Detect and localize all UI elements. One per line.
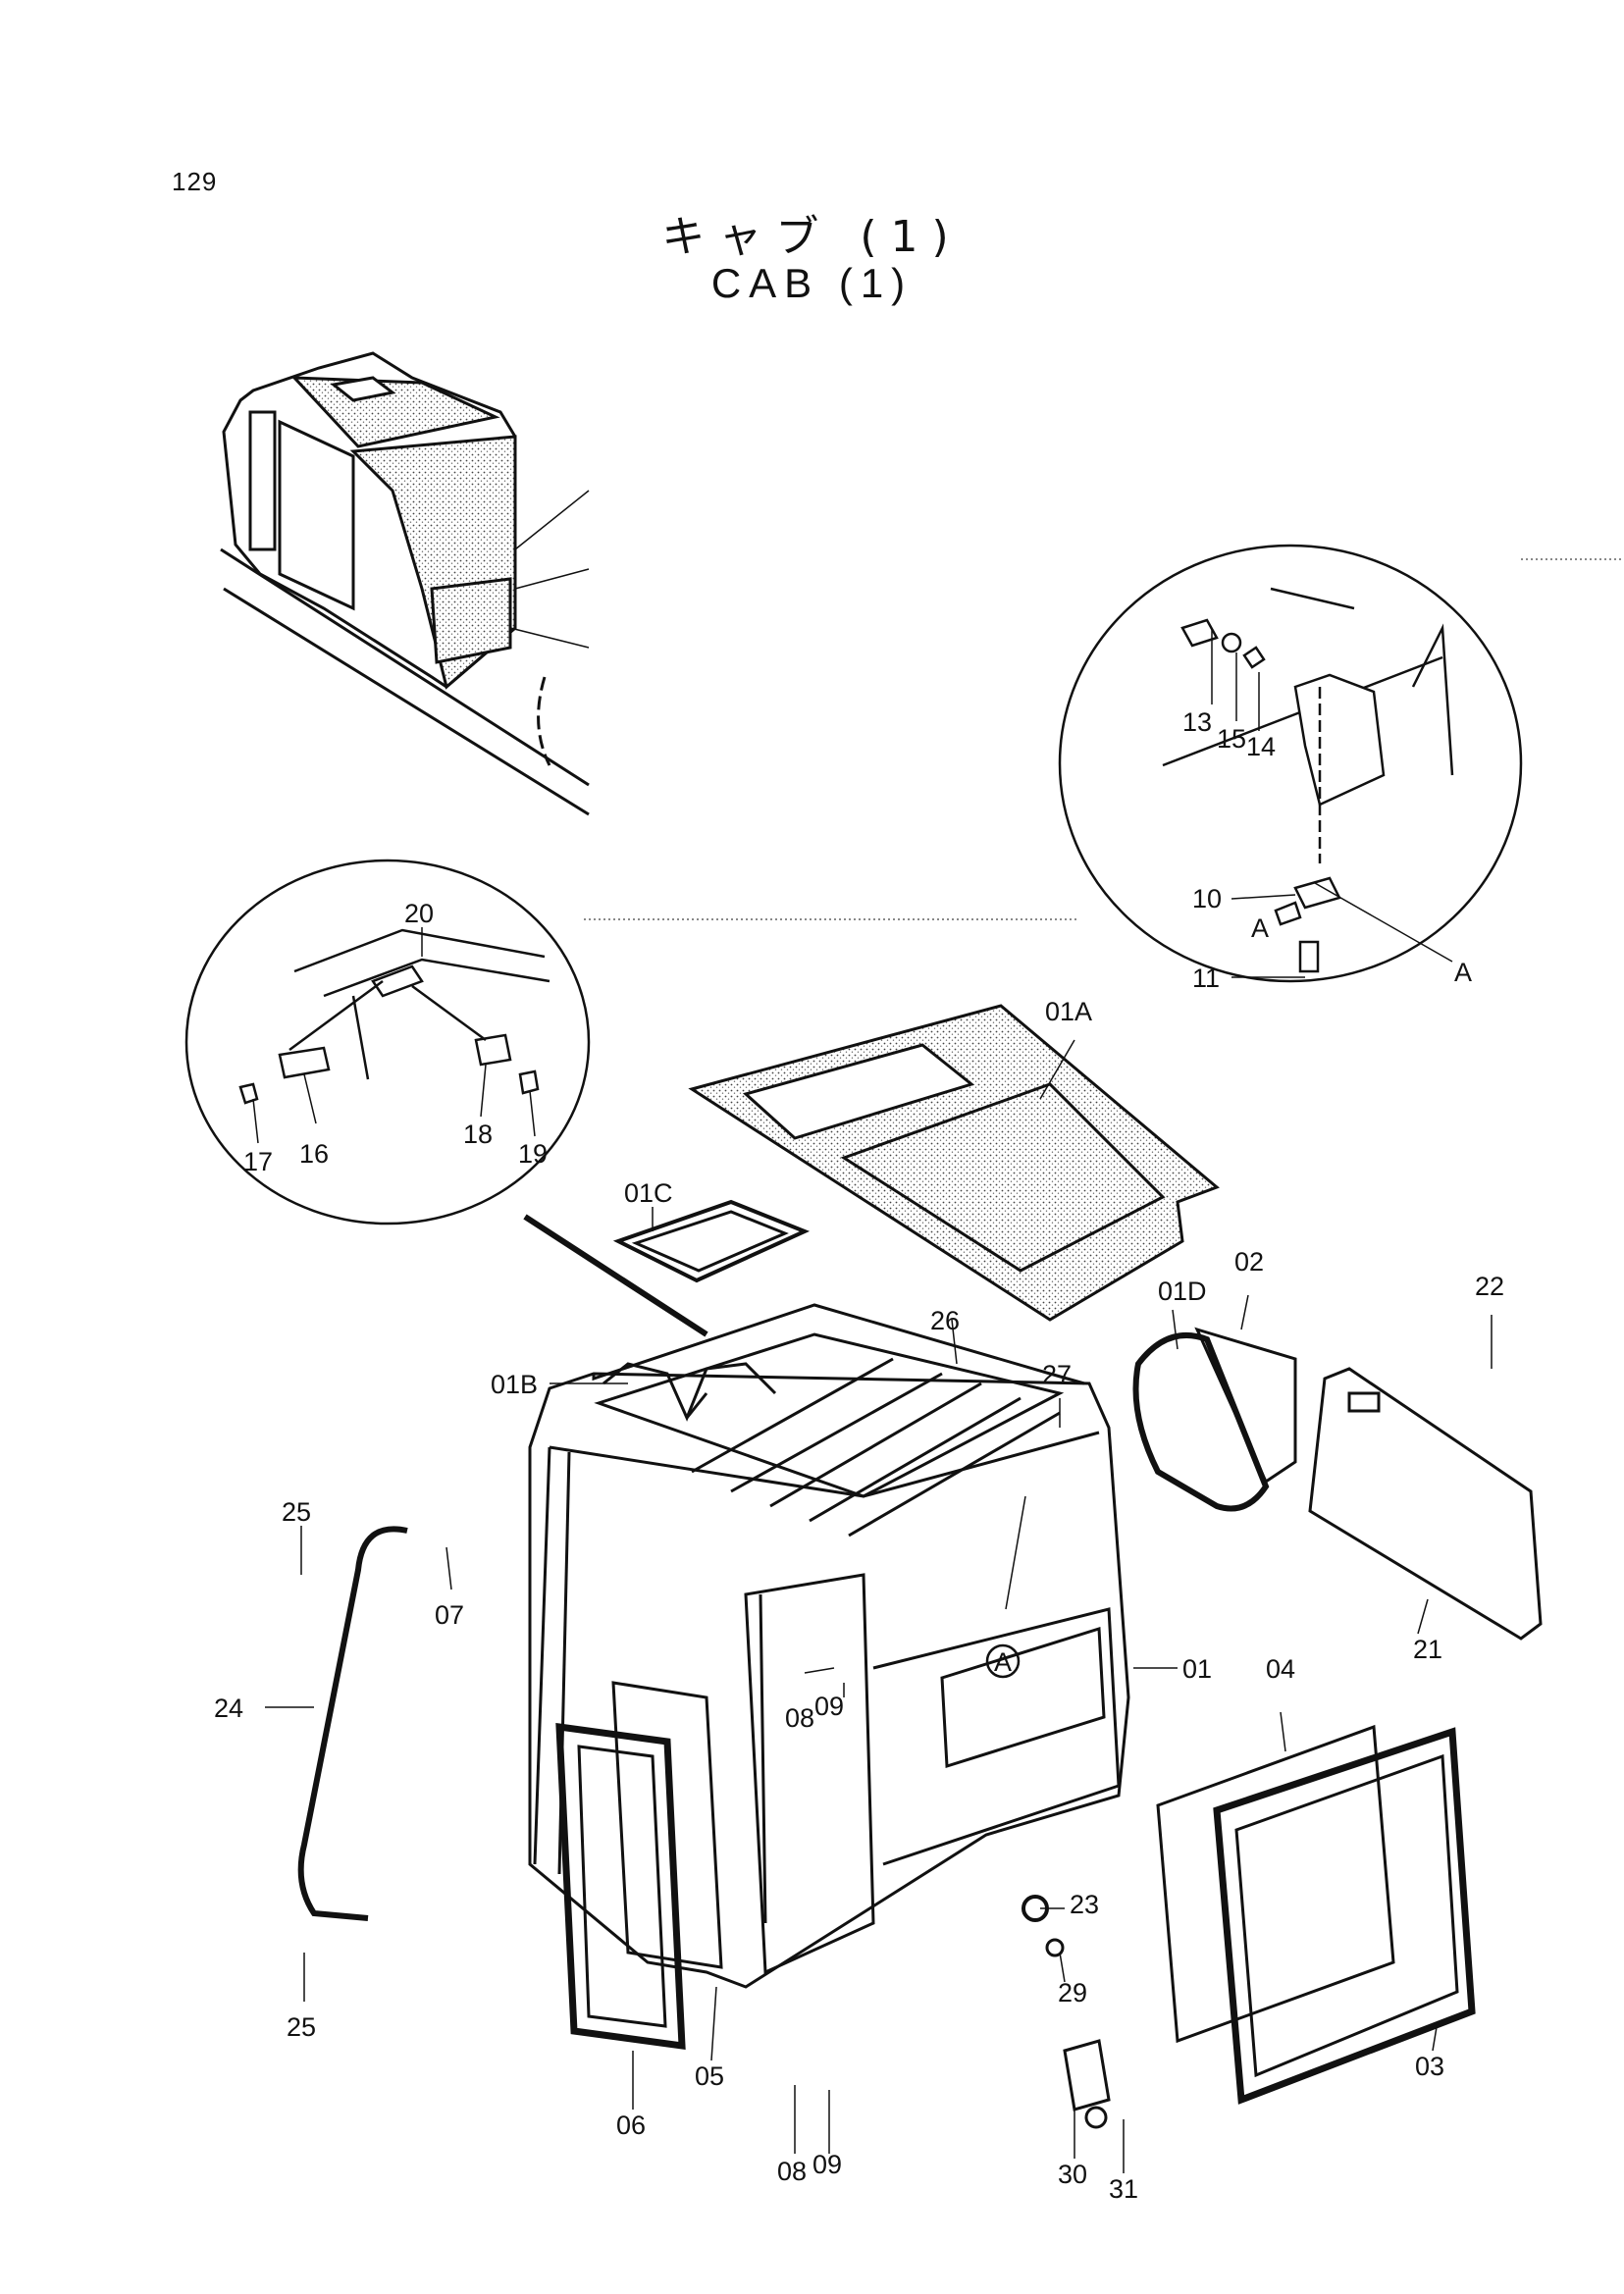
part-label-20: 20: [404, 899, 434, 928]
part-label-01B: 01B: [491, 1370, 538, 1399]
part-label-23: 23: [1070, 1890, 1099, 1919]
part-label-09-lower: 09: [812, 2150, 842, 2179]
part-label-11: 11: [1192, 964, 1220, 993]
part-label-22: 22: [1475, 1272, 1504, 1301]
part-label-31: 31: [1109, 2174, 1138, 2204]
detail-link-a-label: A: [1251, 913, 1269, 943]
part-label-10: 10: [1192, 884, 1222, 913]
part-label-25-bottom: 25: [287, 2012, 316, 2042]
part-label-14: 14: [1246, 732, 1276, 761]
machine-overview: [220, 351, 590, 816]
part-label-19: 19: [518, 1139, 548, 1169]
part-label-02: 02: [1234, 1247, 1264, 1277]
part-label-05: 05: [695, 2061, 724, 2091]
leader-lines: [252, 628, 1493, 2173]
part-labels: 13 15 14 10 11 20 16 17 18 19 01A 01C 01…: [214, 707, 1504, 2204]
part-label-09-upper: 09: [814, 1692, 844, 1721]
part-label-17: 17: [243, 1147, 273, 1176]
part-label-27: 27: [1042, 1360, 1072, 1389]
part-label-21: 21: [1413, 1635, 1442, 1664]
part-label-30: 30: [1058, 2160, 1087, 2189]
page-title-japanese: キャブ (1): [661, 212, 963, 262]
part-label-01D: 01D: [1158, 1277, 1207, 1306]
detail-marker-a: A A A: [985, 913, 1472, 1679]
detail-marker-a-label: A: [994, 1647, 1012, 1677]
part-label-18: 18: [463, 1120, 493, 1149]
part-label-15: 15: [1217, 724, 1246, 754]
page-title-english: CAB (1): [710, 260, 914, 306]
detail-view-hinge: [184, 859, 1079, 1337]
part-label-08-upper: 08: [785, 1703, 814, 1733]
part-label-16: 16: [299, 1139, 329, 1169]
detail-view-latch: [1058, 544, 1624, 983]
part-label-08-lower: 08: [777, 2157, 807, 2186]
page-number: 129: [172, 167, 218, 196]
part-label-07: 07: [435, 1600, 464, 1630]
part-label-06: 06: [616, 2111, 646, 2140]
part-label-01A: 01A: [1045, 997, 1092, 1026]
part-label-26: 26: [930, 1306, 960, 1335]
part-label-24: 24: [214, 1694, 243, 1723]
part-label-01C: 01C: [624, 1178, 673, 1208]
part-label-03: 03: [1415, 2052, 1444, 2081]
part-label-01: 01: [1182, 1654, 1212, 1684]
cab-assembly: [297, 1004, 1543, 2129]
part-label-13: 13: [1182, 707, 1212, 737]
part-label-04: 04: [1266, 1654, 1295, 1684]
part-label-29: 29: [1058, 1978, 1087, 2007]
part-label-25-top: 25: [282, 1497, 311, 1527]
detail-view-a-label: A: [1454, 958, 1472, 987]
